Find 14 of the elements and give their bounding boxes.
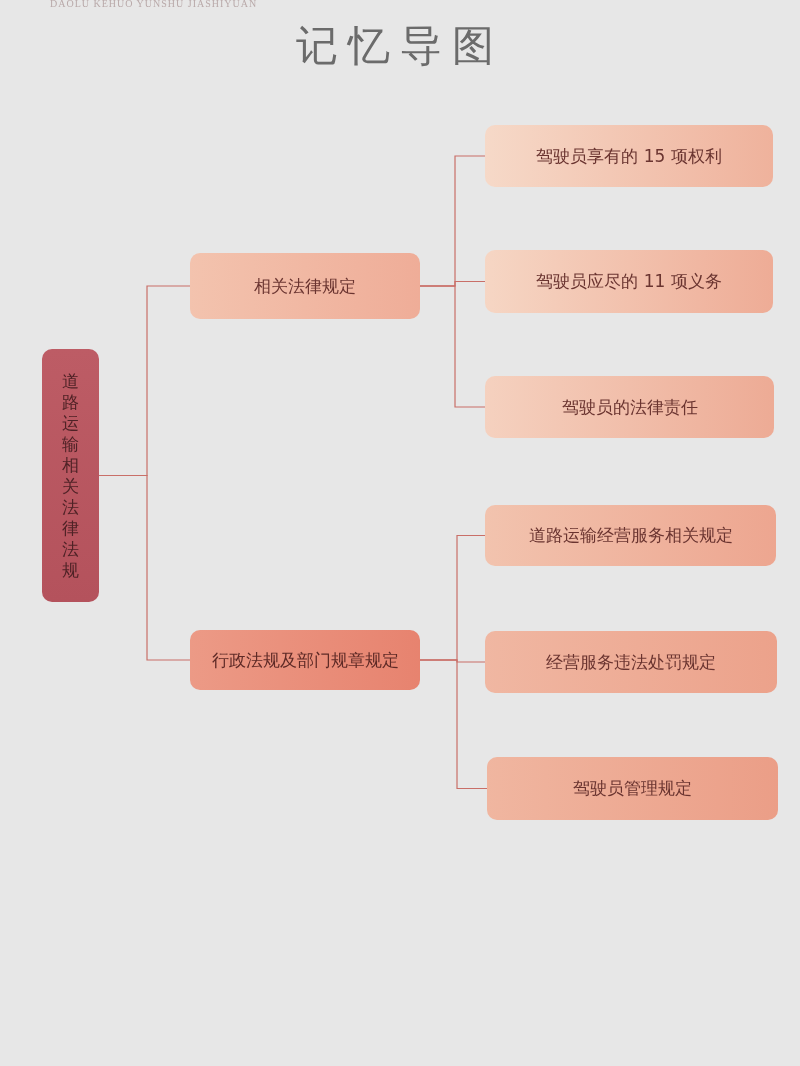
leaf-box: 驾驶员应尽的 11 项义务 (485, 250, 773, 313)
leaf-box: 驾驶员的法律责任 (485, 376, 774, 438)
title: 记忆导图 (295, 20, 505, 72)
connector-line (419, 659, 488, 790)
branch-box: 相关法律规定 (190, 253, 420, 319)
topic-box: 道路运输相关法律法规 (42, 349, 99, 602)
leaf-box: 驾驶员管理规定 (487, 757, 778, 820)
connector-line (419, 285, 486, 408)
running-header: DAOLU KEHUO YUNSHU JIASHIYUAN (50, 0, 258, 9)
branch-box: 行政法规及部门规章规定 (190, 630, 420, 690)
leaf-box: 驾驶员享有的 15 项权利 (485, 125, 773, 187)
leaf-box: 经营服务违法处罚规定 (485, 631, 777, 693)
connector-line (98, 474, 191, 661)
leaf-box: 道路运输经营服务相关规定 (485, 505, 776, 566)
